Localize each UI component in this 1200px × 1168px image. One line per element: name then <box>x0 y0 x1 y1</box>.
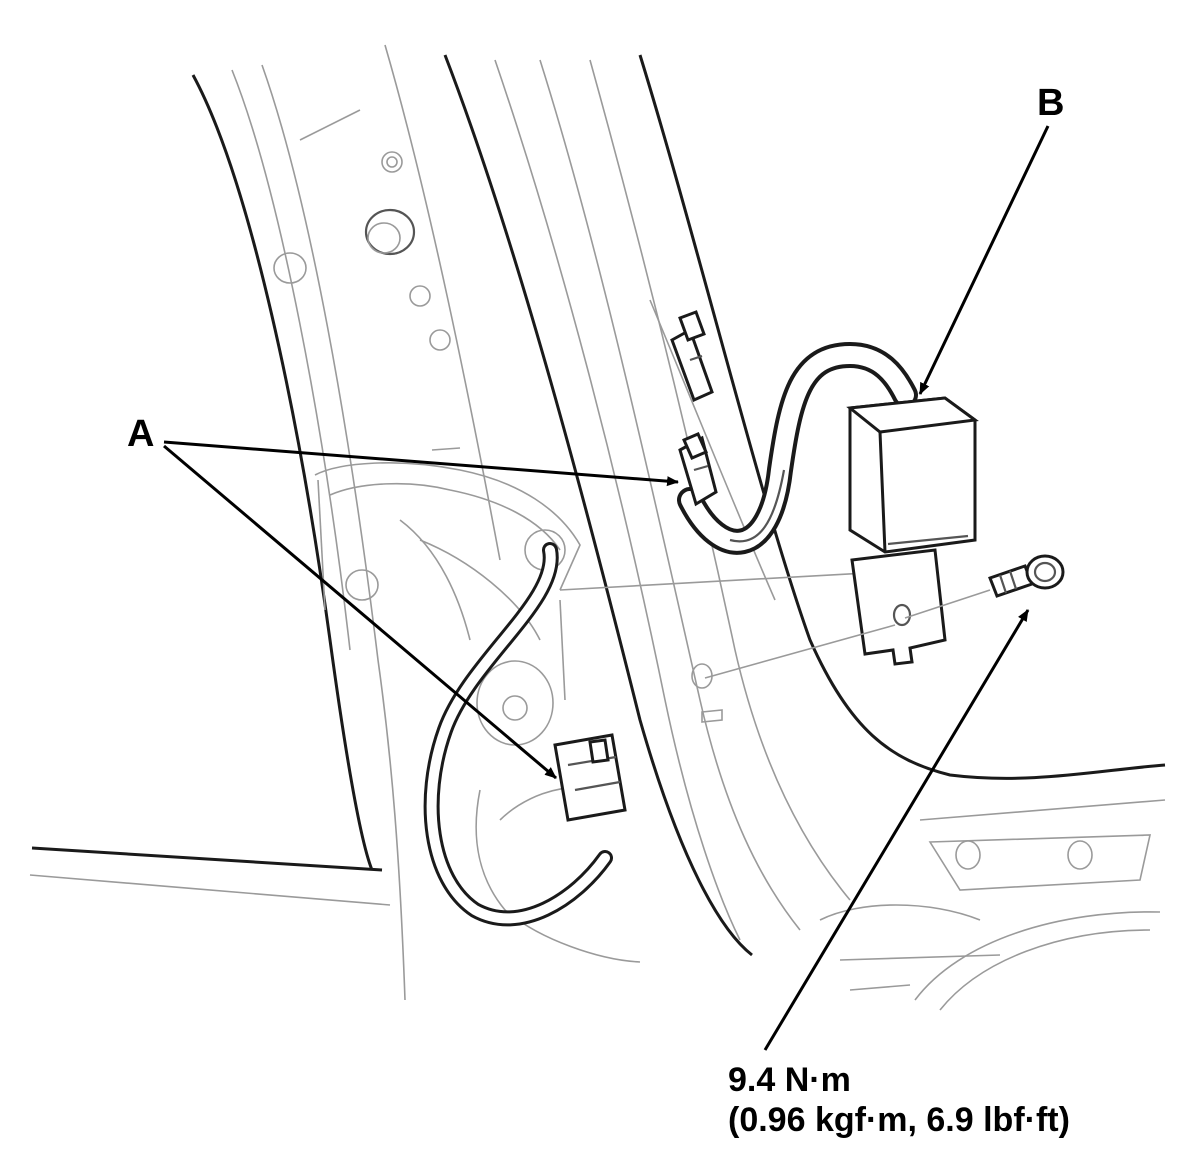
callout-a-label: A <box>127 413 155 455</box>
leader-arrow-torque <box>763 609 1030 1051</box>
torque-spec-primary: 9.4 N·m <box>728 1061 851 1099</box>
module-b <box>846 396 979 554</box>
leader-arrow-a-lower <box>163 444 557 780</box>
alignment-lines <box>704 589 991 679</box>
pillar-outline <box>191 44 1166 1001</box>
callout-b-label: B <box>1037 82 1065 124</box>
trim-panel <box>314 462 641 963</box>
small-clip <box>670 310 714 403</box>
leader-lines <box>163 125 1050 1051</box>
leader-arrow-b <box>918 125 1050 395</box>
wire-harness <box>423 341 918 927</box>
leader-arrow-a-upper <box>163 440 679 487</box>
mounting-bolt <box>988 554 1065 598</box>
pillar-holes <box>273 151 723 723</box>
bracket-b <box>850 548 947 666</box>
torque-spec-secondary: (0.96 kgf·m, 6.9 lbf·ft) <box>728 1101 1070 1139</box>
connector-a-lower <box>553 733 627 822</box>
connector-a-upper <box>678 432 718 507</box>
